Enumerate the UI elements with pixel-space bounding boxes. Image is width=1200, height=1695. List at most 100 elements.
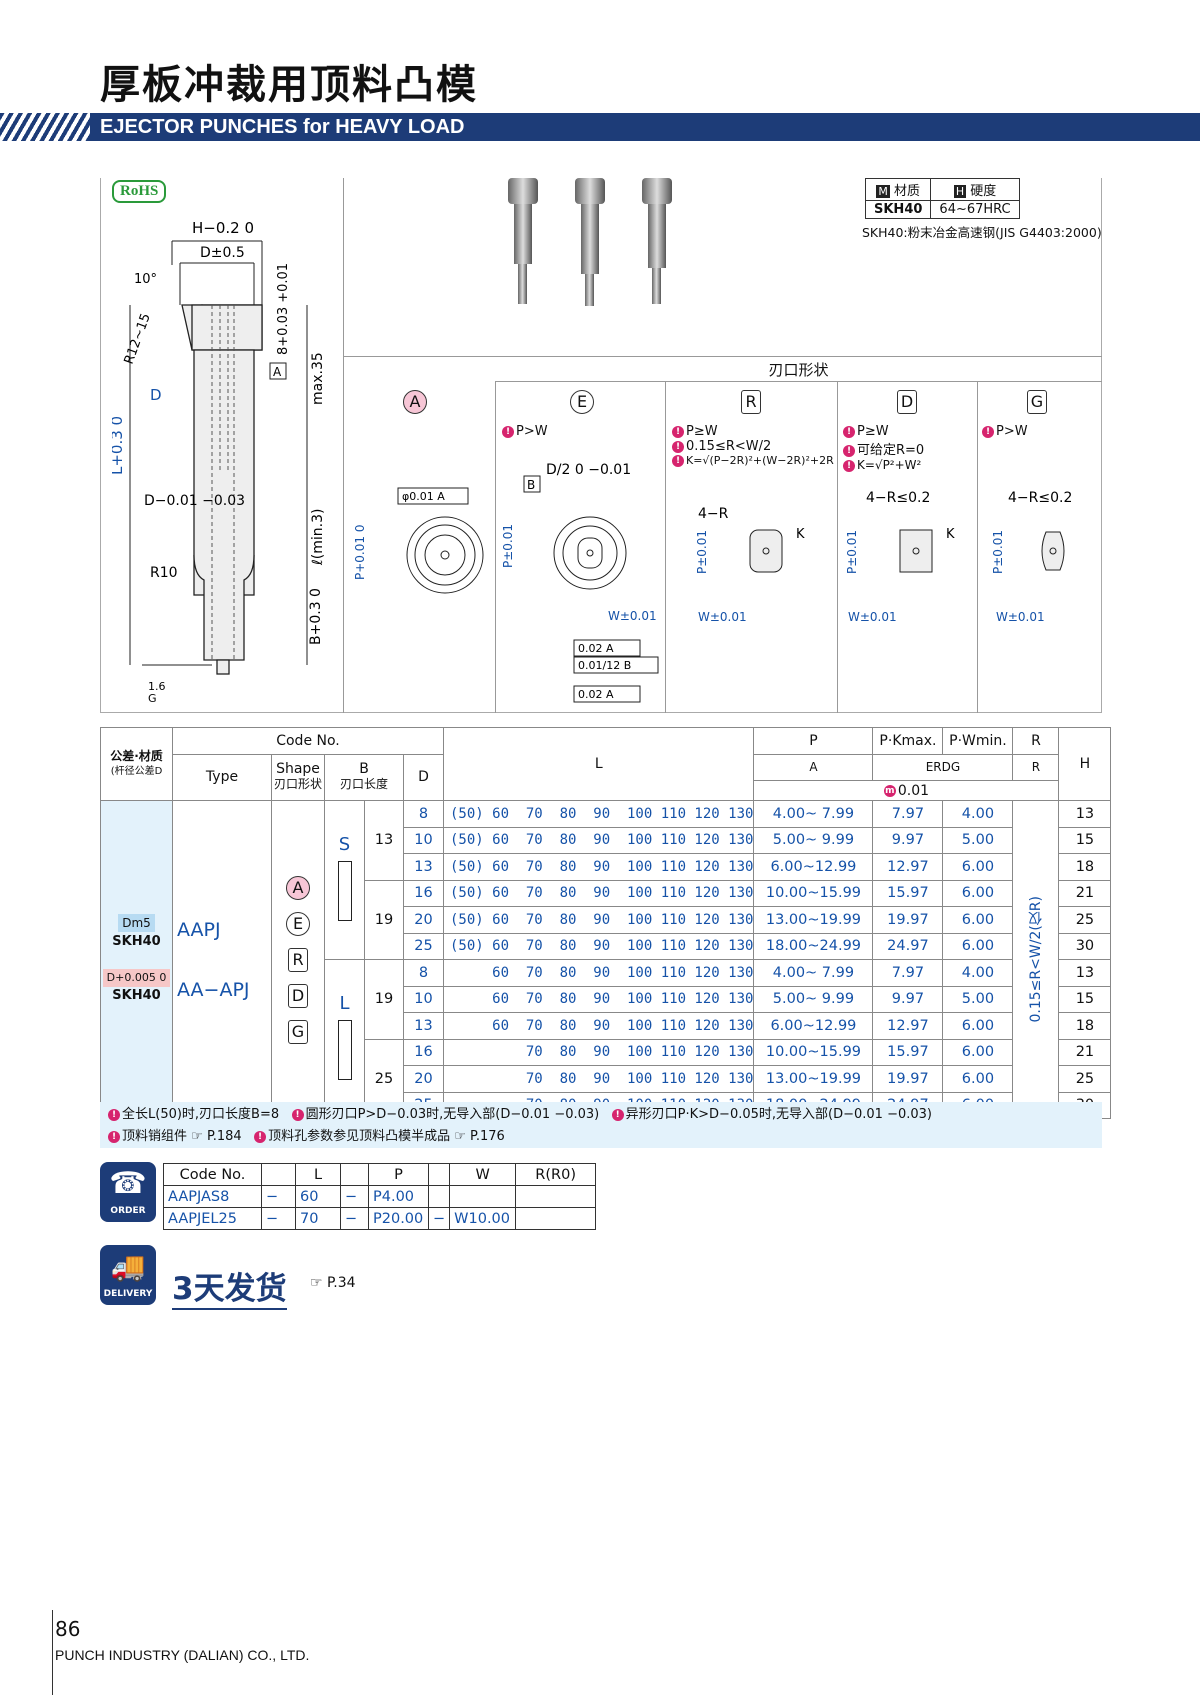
PW-cell: 5.00 [942,826,1014,854]
shape-R-4R: 4−R [698,506,729,522]
col-D: D [403,753,444,801]
order-row: AAPJAS8−60−P4.00 [163,1185,597,1208]
shape-D-P: P±0.01 [845,530,859,574]
H-cell: 25 [1058,906,1112,934]
dim-lmin: ℓ(min.3) [310,509,326,566]
shape-divider-4 [977,382,978,713]
L-cell: L [324,959,365,1119]
L-label: L [339,992,350,1014]
shape-G-letter: G [1027,390,1047,414]
frame-divider [343,178,344,713]
PW-cell: 6.00 [942,906,1014,934]
shape-R-letter: R [741,390,761,414]
footnote-4: 顶料销组件 [122,1129,188,1144]
H-cell: 18 [1058,1012,1112,1040]
shape-E-note-1-text: P>W [516,424,548,439]
dim-max35: max.35 [310,352,326,405]
shape-D-note-1-text: P≥W [857,424,889,439]
PW-cell: 6.00 [942,1065,1014,1093]
R-note-cell: 0.15≤R<W/2(仅R) [1012,800,1060,1119]
P-cell: 13.00~19.99 [753,1065,874,1093]
order-row: AAPJEL25−70−P20.00−W10.00 [163,1207,597,1230]
shape-letter: D [288,983,308,1008]
delivery-ref[interactable]: ☞ P.34 [310,1275,356,1291]
PK-cell: 7.97 [872,959,944,987]
P-cell: 6.00~12.99 [753,853,874,881]
datum-A-box [269,362,287,380]
PW-cell: 6.00 [942,932,1014,960]
PK-cell: 15.97 [872,879,944,907]
type-2: AA−APJ [177,978,250,1001]
shape-A-geo-tol: φ0.01 A [402,490,445,503]
shape-R-P: P±0.01 [695,530,709,574]
shape-divider-3 [837,382,838,713]
PK-cell: 15.97 [872,1038,944,1066]
col-B-label2: 刃口长度 [339,777,388,792]
shape-R-note-3: !K=√(P−2R)²+(W−2R)²+2R [672,454,834,467]
rohs-badge: RoHS [112,180,167,203]
PK-cell: 19.97 [872,1065,944,1093]
order-cell: − [261,1207,296,1230]
H-cell: 18 [1058,853,1112,881]
page-number: 86 [55,1617,81,1641]
D-cell: 16 [403,1038,444,1066]
material-value: SKH40 [864,200,932,219]
footnote-5-ref[interactable]: P.176 [470,1129,505,1144]
shape-E-tol-3: 0.02 A [578,688,614,701]
PW-cell: 6.00 [942,1038,1014,1066]
shape-G-W: W±0.01 [996,610,1045,624]
shape-letter: E [286,911,310,936]
order-header-cell: W [449,1163,517,1186]
shape-R-note-3-text: K=√(P−2R)²+(W−2R)²+2R [686,454,834,467]
page-footer-line [52,1610,53,1695]
dim-R10: R10 [150,565,178,581]
shape-D-W: W±0.01 [848,610,897,624]
order-icon-label: ORDER [110,1206,146,1216]
PW-cell: 6.00 [942,1012,1014,1040]
S-shape-icon [337,860,352,921]
H-cell: 15 [1058,985,1112,1013]
order-header-cell: R(R0) [515,1163,597,1186]
col-tol: 公差·材质(杆径公差D [100,727,173,801]
shape-E-tol-1: 0.02 A [578,642,614,655]
D-cell: 20 [403,906,444,934]
material-h1: 材质 [894,184,921,199]
shape-D-note-1: !P≥W [843,424,924,439]
order-cell: W10.00 [449,1207,517,1230]
H-cell: 21 [1058,1038,1112,1066]
footnote-row-2: !顶料销组件 ☞ P.184 !顶料孔参数参见顶料凸模半成品 ☞ P.176 [108,1126,1094,1148]
L-values: 60 70 80 90 100 110 120 130 [442,959,755,987]
H-cell: 13 [1058,959,1112,987]
shape-G-P: P±0.01 [991,530,1005,574]
mat-2: SKH40 [112,988,161,1003]
L-values: 70 80 90 100 110 120 130 [442,1038,755,1066]
shape-A-drawing: φ0.01 A P+0.01 0 [353,487,484,594]
col-shape-label2: 刃口形状 [273,777,322,792]
order-cell [427,1185,451,1208]
shape-E-letter: E [570,390,594,414]
P-cell: 4.00~ 7.99 [753,959,874,987]
col-P-shape: A [753,753,874,781]
H-cell: 30 [1058,932,1112,960]
footnote-4-ref[interactable]: P.184 [206,1129,242,1144]
P-cell: 13.00~19.99 [753,906,874,934]
shape-A-label: A [403,390,427,414]
dim-DT: D [150,386,162,404]
shape-E-tol-2: 0.01/12 B [578,659,631,672]
shape-R-note-1: !P≥W [672,424,834,439]
P-cell: 10.00~15.99 [753,879,874,907]
shape-D-K: K [946,527,955,542]
L-values: (50) 60 70 80 90 100 110 120 130 [442,879,755,907]
order-icon: ☎ ORDER [100,1162,156,1222]
shape-E-label: E [570,390,594,414]
shape-G-label: G [1027,390,1047,414]
truck-icon: 🚚 [110,1250,146,1283]
PK-cell: 24.97 [872,932,944,960]
P-cell: 10.00~15.99 [753,1038,874,1066]
D-cell: 10 [403,826,444,854]
